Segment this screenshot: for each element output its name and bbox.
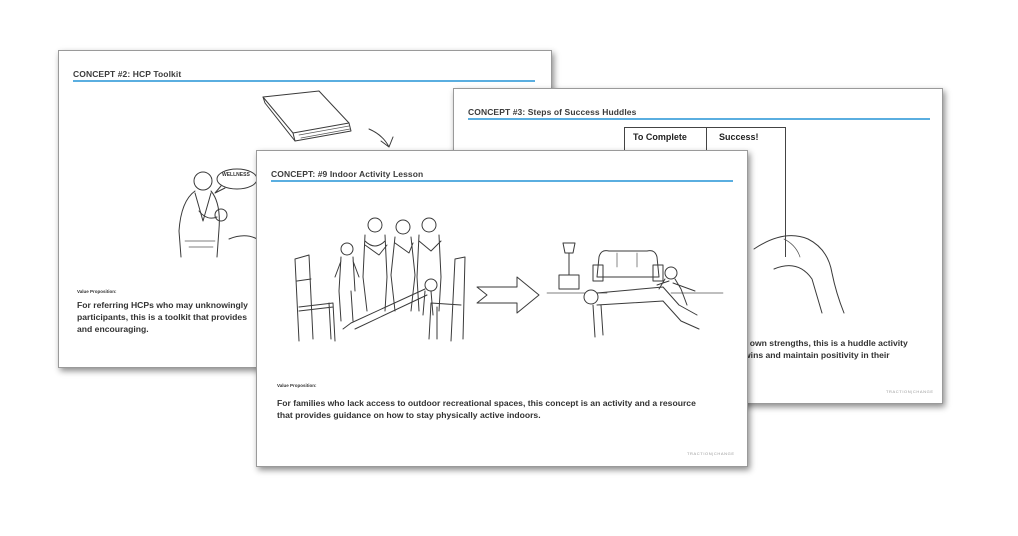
concept-2-value-prop-text: For referring HCPs who may unknowingly p… bbox=[77, 299, 277, 335]
concept-9-vp-line-2: that provides guidance on how to stay ph… bbox=[277, 410, 541, 420]
concept-3-vp-line-1: r own strengths, this is a huddle activi… bbox=[744, 338, 908, 348]
concept-2-vp-line-1: For referring HCPs who may unknowingly bbox=[77, 300, 248, 310]
concept-2-vp-line-3: and encouraging. bbox=[77, 324, 149, 334]
concept-2-value-prop-label: Value Proposition: bbox=[77, 289, 117, 294]
concept-3-brand-logo: TRACTION|CHANGE bbox=[886, 389, 934, 394]
concept-2-vp-line-2: participants, this is a toolkit that pro… bbox=[77, 312, 247, 322]
concept-9-value-prop-label: Value Proposition: bbox=[277, 383, 317, 388]
concept-3-title-rule bbox=[468, 118, 930, 120]
hand-illustration bbox=[753, 235, 845, 314]
board-header-to-complete: To Complete bbox=[633, 132, 687, 142]
concept-9-vp-line-1: For families who lack access to outdoor … bbox=[277, 398, 696, 408]
concept-9-value-prop-text: For families who lack access to outdoor … bbox=[277, 397, 737, 421]
toolkit-binder-illustration bbox=[262, 90, 394, 148]
concept-9-card[interactable]: CONCEPT: #9 Indoor Activity Lesson bbox=[256, 150, 748, 467]
concept-3-value-prop-text: r own strengths, this is a huddle activi… bbox=[744, 337, 934, 361]
concept-9-brand-logo: TRACTION|CHANGE bbox=[687, 451, 735, 456]
concept-9-title: CONCEPT: #9 Indoor Activity Lesson bbox=[271, 169, 424, 179]
living-room-illustration bbox=[546, 242, 724, 338]
board-header-success: Success! bbox=[719, 132, 759, 142]
family-exercise-illustration bbox=[294, 217, 466, 342]
concept-2-title-rule bbox=[73, 80, 535, 82]
concept-2-title: CONCEPT #2: HCP Toolkit bbox=[73, 69, 182, 79]
concept-3-title: CONCEPT #3: Steps of Success Huddles bbox=[468, 107, 637, 117]
speech-bubble-label: WELLNESS bbox=[222, 172, 250, 178]
concept-3-vp-line-2: wins and maintain positivity in their bbox=[744, 350, 890, 360]
concept-9-title-rule bbox=[271, 180, 733, 182]
arrow-icon bbox=[476, 276, 540, 314]
